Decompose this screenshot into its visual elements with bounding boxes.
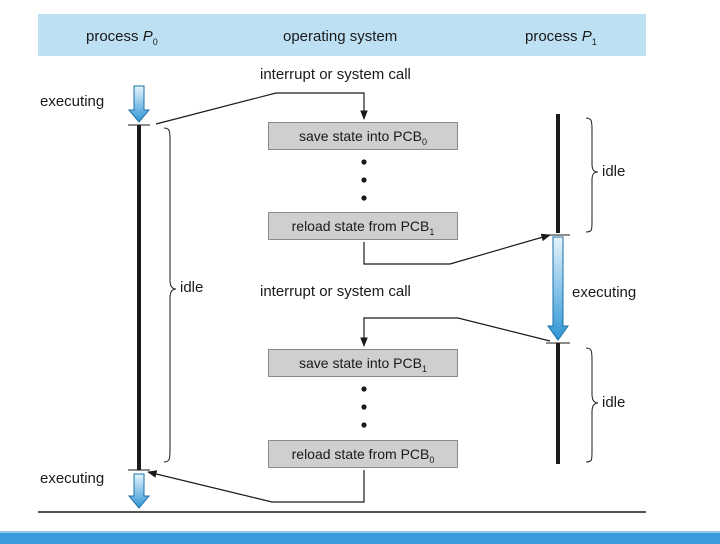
footer-bar	[0, 533, 720, 544]
ellipsis-dot	[361, 404, 367, 410]
p1-executing-arrow	[547, 236, 569, 341]
label-idle-p1-bottom: idle	[602, 394, 626, 411]
label-interrupt-mid: interrupt or system call	[260, 283, 411, 300]
os-box-reload-pcb1-text: reload state from PCB	[291, 218, 430, 234]
ellipsis-dot	[361, 177, 367, 183]
header-process-p1-var: P	[581, 28, 592, 45]
os-box-save-pcb0-text: save state into PCB	[299, 128, 422, 144]
label-executing-p0-bottom: executing	[40, 470, 105, 487]
label-executing-p0-top: executing	[40, 93, 105, 110]
os-box-save-pcb1-text: save state into PCB	[299, 355, 422, 371]
label-executing-p1: executing	[572, 284, 637, 301]
connector-p0-to-os	[155, 92, 368, 125]
p1-idle-brace-top	[585, 117, 599, 233]
os-box-reload-pcb1-sub: 1	[429, 227, 435, 237]
header-band	[38, 14, 646, 56]
os-box-save-pcb1: save state into PCB1	[268, 349, 458, 377]
label-idle-p0: idle	[180, 279, 204, 296]
os-box-save-pcb0-sub: 0	[421, 137, 427, 147]
connector-os-to-p0	[147, 470, 365, 503]
p1-idle-brace-bottom	[585, 347, 599, 463]
os-box-reload-pcb0: reload state from PCB0	[268, 440, 458, 468]
header-process-p1: process P1	[525, 28, 597, 47]
connector-p1-to-os	[360, 317, 551, 347]
os-box-reload-pcb0-text: reload state from PCB	[291, 446, 430, 462]
header-process-p1-sub: 1	[591, 37, 597, 47]
header-process-p0-sub: 0	[152, 37, 158, 47]
ellipsis-dot	[361, 422, 367, 428]
footer-line	[0, 531, 720, 533]
ellipsis-dot	[361, 195, 367, 201]
os-box-reload-pcb1: reload state from PCB1	[268, 212, 458, 240]
header-operating-system: operating system	[283, 28, 398, 45]
os-box-save-pcb0: save state into PCB0	[268, 122, 458, 150]
p0-idle-brace	[163, 127, 177, 463]
os-box-save-pcb1-sub: 1	[421, 364, 427, 374]
header-process-p0-text: process	[86, 28, 143, 45]
p0-executing-arrow-top	[127, 85, 151, 123]
os-box-reload-pcb0-sub: 0	[429, 455, 435, 465]
header-process-p1-text: process	[525, 28, 582, 45]
header-process-p0-var: P	[142, 28, 153, 45]
p0-executing-arrow-bottom	[127, 473, 151, 509]
label-idle-p1-top: idle	[602, 163, 626, 180]
connector-os-to-p1	[363, 233, 551, 265]
header-process-p0: process P0	[86, 28, 158, 47]
ellipsis-dot	[361, 159, 367, 165]
ellipsis-dot	[361, 386, 367, 392]
label-interrupt-top: interrupt or system call	[260, 66, 411, 83]
